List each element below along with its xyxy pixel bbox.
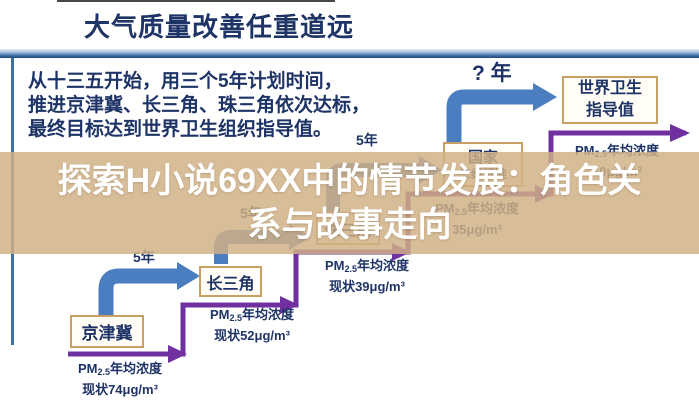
pm-stat-changsanjiao: PM2.5年均浓度 现状52μg/m³: [196, 306, 308, 344]
blue-step-arrow-1: [98, 268, 178, 318]
overlay-title-line-2: 系与故事走向: [247, 206, 452, 244]
blue-arrowhead-4: [533, 83, 557, 111]
pm-stat-jingjinji: PM2.5年均浓度 现状74μg/m³: [64, 360, 176, 398]
pm-stat-zhusanjiao: PM2.5年均浓度 现状39μg/m³: [312, 257, 422, 295]
intro-line-3: 最终目标达到世界卫生组织指导值。: [28, 119, 333, 140]
top-border-line: [57, 0, 335, 2]
step-label-unknown-years: ? 年: [472, 62, 512, 85]
intro-line-1: 从十三五开始，用三个5年计划时间，: [28, 71, 343, 92]
pm-stat-changsanjiao-label: PM2.5年均浓度: [209, 307, 295, 323]
blue-step-arrow-4: [446, 89, 534, 144]
title-separator: [0, 49, 699, 58]
region-box-changsanjiao: 长三角: [199, 266, 262, 297]
pm-stat-jingjinji-label: PM2.5年均浓度: [77, 361, 163, 377]
overlay-banner: 探索H小说69XX中的情节发展：角色关 系与故事走向: [0, 152, 699, 254]
pm-stat-jingjinji-value: 现状74μg/m³: [82, 382, 158, 397]
blue-arrowhead-1: [177, 262, 200, 290]
pm-stat-changsanjiao-value: 现状52μg/m³: [214, 328, 290, 343]
purple-arrowhead-5: [670, 124, 690, 142]
step-label-5yr-3: 5年: [356, 132, 378, 148]
intro-line-2: 推进京津冀、长三角、珠三角依次达标，: [28, 95, 371, 116]
region-box-jingjinji-label: 京津冀: [81, 324, 133, 343]
pm-stat-zhusanjiao-label: PM2.5年均浓度: [324, 258, 410, 274]
who-guideline-box-line1: 世界卫生: [577, 80, 642, 97]
page-title: 大气质量改善任重道远: [84, 12, 355, 42]
who-guideline-box: 世界卫生 指导值: [562, 76, 658, 124]
who-guideline-box-line2: 指导值: [585, 102, 634, 119]
purple-arrowhead-1: [168, 345, 187, 363]
pm-stat-zhusanjiao-value: 现状39μg/m³: [329, 279, 405, 294]
overlay-title-line-1: 探索H小说69XX中的情节发展：角色关: [57, 162, 642, 200]
intro-paragraph: 从十三五开始，用三个5年计划时间， 推进京津冀、长三角、珠三角依次达标， 最终目…: [28, 70, 423, 142]
region-box-jingjinji: 京津冀: [70, 315, 144, 348]
region-box-changsanjiao-label: 长三角: [206, 275, 255, 293]
purple-arrowhead-2: [280, 296, 299, 314]
